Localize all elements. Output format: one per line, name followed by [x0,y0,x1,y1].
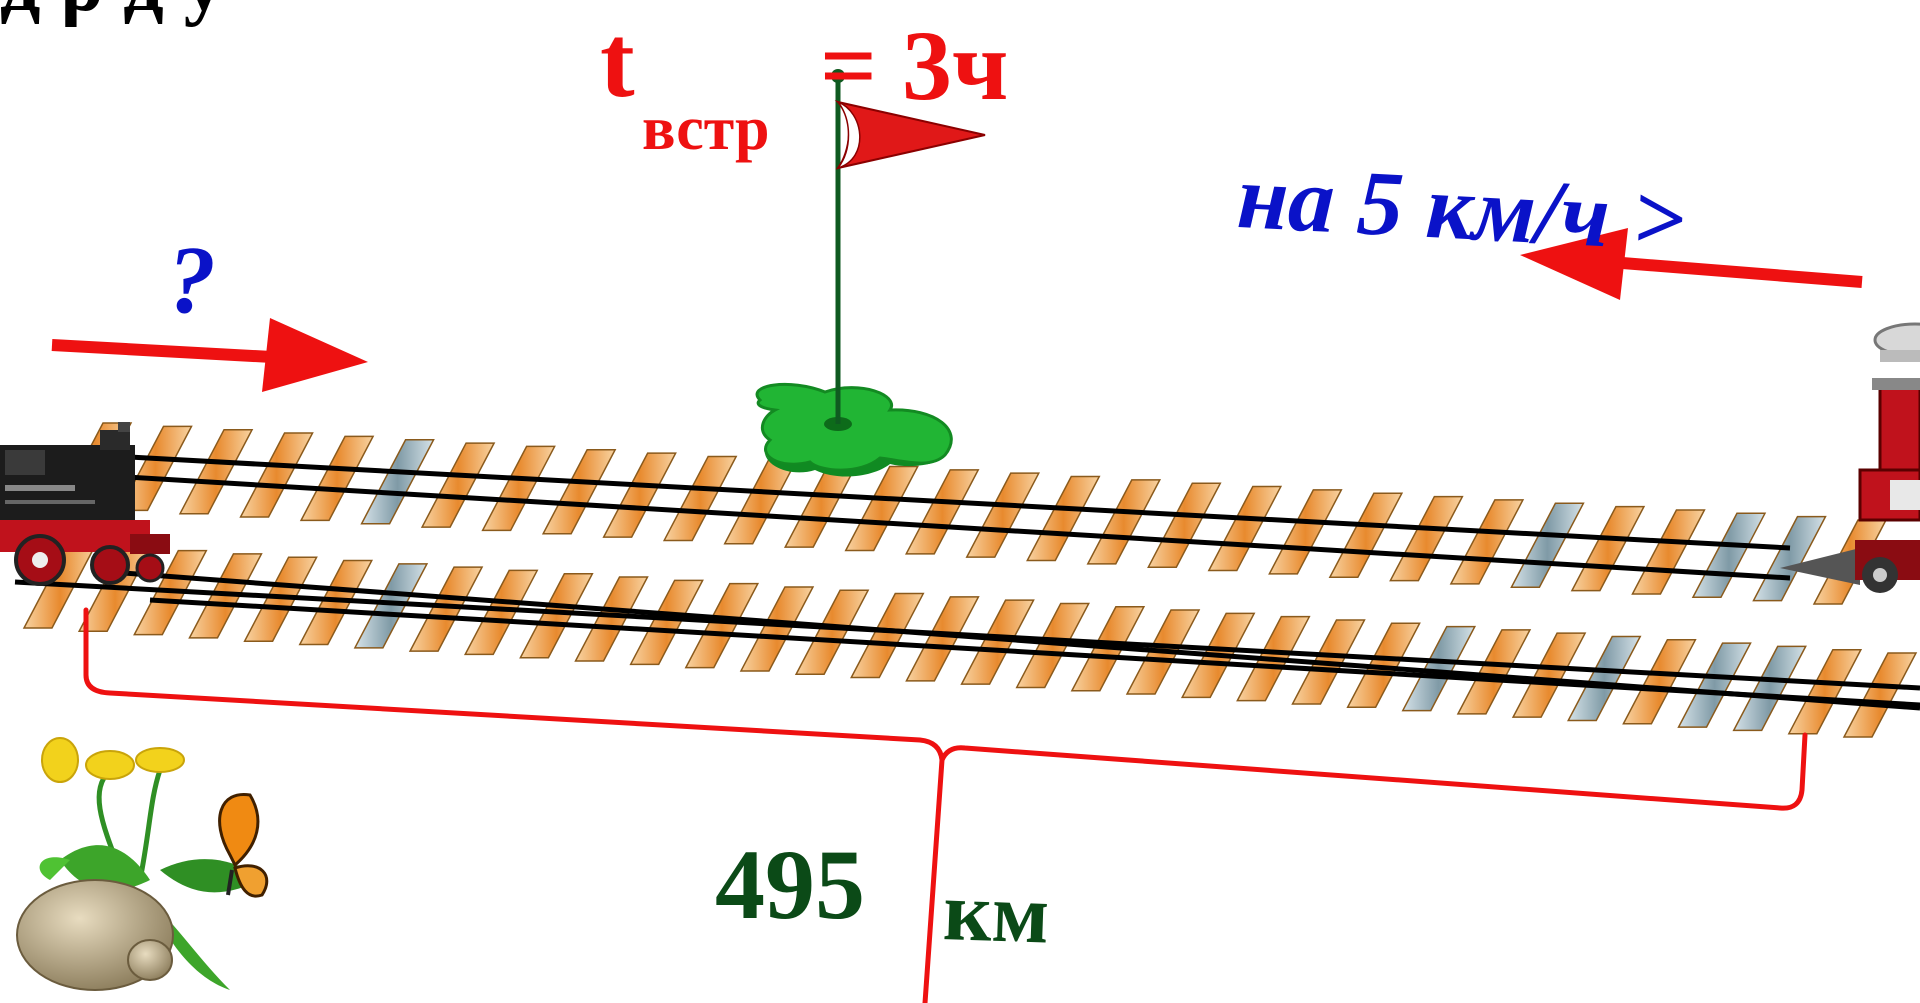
track-tie [1631,509,1706,595]
track-tie [519,572,594,659]
distance-value: 495 [715,829,865,940]
track-tie [178,428,254,515]
upper-track-ties [57,422,1888,605]
left-arrow [1520,228,1863,300]
track-tie [794,589,870,675]
track-tie [723,459,798,545]
track-tie [481,445,556,532]
track-tie [574,576,649,662]
track-tie [905,596,980,682]
flower-stone-butterfly-icon [16,737,269,991]
rails [14,453,1920,711]
cut-off-heading: д ρ д у [0,0,224,24]
track-tie [463,569,539,656]
track-tie [360,438,435,525]
track-tie [662,455,738,542]
lower-rail-3 [149,597,1920,708]
track-tie [1567,635,1642,722]
track-tie [850,592,925,679]
track-tie [1147,482,1222,568]
track-tie [1015,602,1090,689]
track-tie [965,472,1040,558]
lower-track-ties [22,543,1918,738]
track-tie [1570,505,1646,592]
track-tie [844,465,919,552]
track-tie [1268,489,1343,575]
track-tie [1787,648,1863,735]
track-tie [1401,625,1477,712]
track-tie [1207,485,1283,572]
upper-rail-1 [109,453,1791,551]
track-tie [408,566,484,652]
track-tie [1691,512,1767,599]
track-tie [1842,652,1918,738]
track-tie [353,563,429,649]
meeting-time-value: = 3ч [820,10,1009,121]
flag-icon [755,69,986,477]
track-tie [1456,629,1532,715]
track-tie [960,599,1035,685]
track-tie [1510,502,1585,589]
speed-difference-label: на 5 км/ч > [1234,145,1688,271]
track-tie [1732,645,1807,732]
track-tie [629,579,704,666]
left-locomotive-icon [0,422,170,586]
track-tie [1752,515,1827,602]
track-tie [298,559,373,646]
track-tie [1677,642,1752,728]
track-tie [299,435,375,522]
track-tie [1449,499,1525,585]
track-tie [1328,492,1404,578]
track-tie [239,432,314,518]
track-tie [602,452,677,538]
track-tie [1026,475,1101,562]
track-tie [1389,495,1464,582]
meeting-time-subscript: встр [642,95,770,163]
meeting-time-symbol: t [600,4,635,119]
track-tie [1511,632,1587,718]
track-tie [1086,479,1162,565]
distance-unit: км [941,865,1051,962]
right-arrow [51,318,368,392]
track-tie [1622,639,1697,725]
distance-brace [83,607,1808,1003]
track-tie [420,442,496,528]
track-tie [739,586,815,672]
track-tie [905,469,980,555]
unknown-speed-label: ? [168,226,216,333]
upper-rail-2 [109,473,1791,581]
track-tie [684,582,760,669]
track-tie [541,449,617,535]
right-locomotive-icon [1780,322,1920,593]
